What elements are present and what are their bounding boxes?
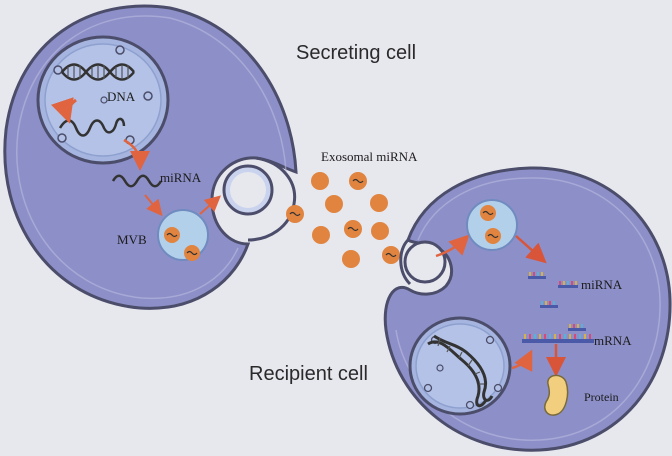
- recipient-cell: [383, 166, 672, 452]
- mvb: [157, 209, 209, 261]
- dna-label: DNA: [107, 89, 136, 104]
- recipient-nucleus: [408, 316, 512, 416]
- secreting-nucleus: [36, 35, 170, 165]
- dna-helix: [61, 63, 135, 81]
- mirna-fragments: [528, 272, 586, 331]
- secreting-cell: [3, 4, 298, 310]
- mirna-strand-icon: [111, 174, 163, 188]
- mrna-label: mRNA: [594, 333, 632, 348]
- recipient-cell-label: Recipient cell: [249, 363, 368, 385]
- mirna-label-left: miRNA: [160, 170, 202, 185]
- exosomal-mirna-label: Exosomal miRNA: [321, 149, 418, 164]
- exosome-cluster: [286, 172, 400, 268]
- protein-label: Protein: [584, 390, 619, 404]
- secreting-cell-label: Secreting cell: [296, 42, 417, 64]
- mirna-label-right: miRNA: [581, 277, 623, 292]
- endosome: [466, 199, 518, 251]
- rna-strand-icon: [58, 117, 126, 137]
- mrna-strand: [522, 334, 594, 343]
- mvb-label: MVB: [117, 232, 147, 247]
- protein-icon: [544, 374, 569, 416]
